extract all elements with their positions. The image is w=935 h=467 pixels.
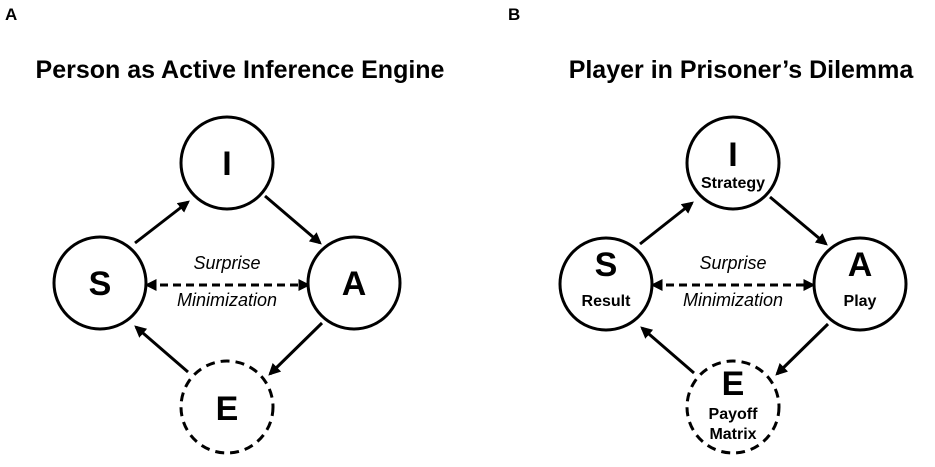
arrow-a-to-e <box>268 321 324 376</box>
node-i-letter: I <box>728 136 737 174</box>
panel-a-letter: A <box>5 5 17 24</box>
arrow-e-to-s <box>640 326 695 375</box>
center-label-line1: Surprise <box>699 253 766 273</box>
arrow-s-to-i <box>134 200 190 245</box>
node-e-sub: Payoff <box>709 406 759 423</box>
node-e-letter: E <box>722 365 745 403</box>
node-s-letter: S <box>595 246 618 284</box>
node-a: A <box>306 235 402 331</box>
panel-a-title: Person as Active Inference Engine <box>36 56 445 84</box>
center-label-line2: Minimization <box>683 290 783 310</box>
arrow-s-to-i <box>639 201 694 246</box>
node-e-letter: E <box>216 390 239 428</box>
node-i-letter: I <box>222 145 231 183</box>
node-e: E <box>179 359 275 455</box>
node-s: S Result <box>558 236 654 332</box>
node-e: E Payoff Matrix <box>685 359 781 455</box>
node-i: I Strategy <box>685 115 781 211</box>
arrow-i-to-a <box>264 194 322 245</box>
node-i: I <box>179 115 275 211</box>
node-s-sub: Result <box>582 293 632 310</box>
center-label-line1: Surprise <box>193 253 260 273</box>
center-label-line2: Minimization <box>177 290 277 310</box>
panel-b-letter: B <box>508 5 520 24</box>
arrow-i-to-a <box>769 195 828 246</box>
panel-a: A Person as Active Inference Engine I S … <box>5 5 445 455</box>
node-e-sub2: Matrix <box>709 426 756 443</box>
node-a-sub: Play <box>844 293 877 310</box>
node-a-letter: A <box>848 246 873 284</box>
node-i-sub: Strategy <box>701 175 765 192</box>
node-a-letter: A <box>342 265 367 303</box>
node-a: A Play <box>812 236 908 332</box>
arrow-a-to-e <box>775 322 830 376</box>
arrow-e-to-s <box>134 325 189 374</box>
node-s-letter: S <box>89 265 112 303</box>
node-s: S <box>52 235 148 331</box>
panel-b-title: Player in Prisoner’s Dilemma <box>569 56 915 84</box>
panel-b: B Player in Prisoner’s Dilemma I Strateg… <box>508 5 915 455</box>
